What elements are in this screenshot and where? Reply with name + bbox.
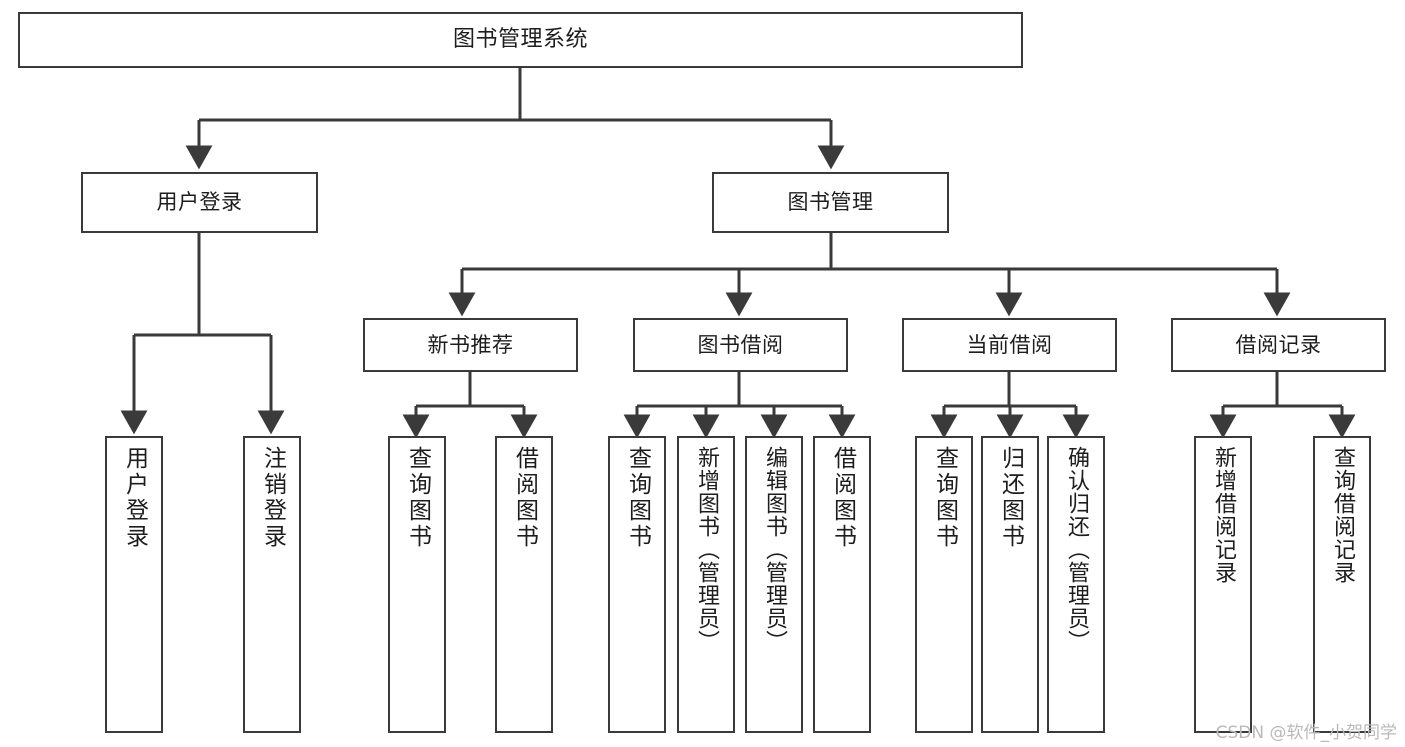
node-current-borrow[interactable]: 当前借阅 bbox=[902, 318, 1117, 372]
node-label: 借阅记录 bbox=[1235, 332, 1322, 357]
leaf-bookborrow-edit-book-admin[interactable]: 编辑图书（管理员） bbox=[745, 436, 803, 733]
leaf-bookborrow-query-book[interactable]: 查询图书 bbox=[608, 436, 666, 733]
node-label: 注销登录 bbox=[259, 446, 286, 550]
node-book-borrow[interactable]: 图书借阅 bbox=[633, 318, 848, 372]
leaf-user-login[interactable]: 用户登录 bbox=[105, 436, 163, 733]
watermark-text: CSDN @软件_小贺同学 bbox=[1215, 723, 1397, 743]
node-label: 用户登录 bbox=[121, 446, 148, 550]
node-label: 新增借阅记录 bbox=[1211, 446, 1236, 584]
node-book-manage[interactable]: 图书管理 bbox=[712, 172, 949, 233]
leaf-borrowrecord-query-record[interactable]: 查询借阅记录 bbox=[1313, 436, 1371, 733]
node-label: 确认归还（管理员） bbox=[1064, 446, 1089, 653]
node-label: 当前借阅 bbox=[966, 332, 1053, 357]
node-root-system[interactable]: 图书管理系统 bbox=[18, 12, 1023, 68]
node-label: 查询图书 bbox=[624, 446, 651, 550]
node-label: 用户登录 bbox=[156, 190, 243, 215]
node-label: 图书管理 bbox=[787, 190, 874, 215]
node-label: 借阅图书 bbox=[829, 446, 856, 550]
leaf-borrowrecord-add-record[interactable]: 新增借阅记录 bbox=[1194, 436, 1252, 733]
node-user-login[interactable]: 用户登录 bbox=[81, 172, 318, 233]
leaf-logout[interactable]: 注销登录 bbox=[243, 436, 301, 733]
node-label: 借阅图书 bbox=[511, 446, 538, 550]
node-label: 查询借阅记录 bbox=[1330, 446, 1355, 584]
node-label: 图书管理系统 bbox=[452, 27, 588, 53]
leaf-currentborrow-return-book[interactable]: 归还图书 bbox=[981, 436, 1039, 733]
leaf-bookborrow-add-book-admin[interactable]: 新增图书（管理员） bbox=[677, 436, 735, 733]
node-label: 新书推荐 bbox=[427, 332, 514, 357]
node-label: 编辑图书（管理员） bbox=[762, 446, 787, 653]
node-borrow-record[interactable]: 借阅记录 bbox=[1171, 318, 1386, 372]
leaf-bookborrow-borrow-book[interactable]: 借阅图书 bbox=[813, 436, 871, 733]
node-label: 查询图书 bbox=[404, 446, 431, 550]
leaf-newbook-query-book[interactable]: 查询图书 bbox=[388, 436, 446, 733]
leaf-currentborrow-confirm-return-admin[interactable]: 确认归还（管理员） bbox=[1047, 436, 1105, 733]
node-label: 新增图书（管理员） bbox=[694, 446, 719, 653]
node-label: 归还图书 bbox=[997, 446, 1024, 550]
leaf-currentborrow-query-book[interactable]: 查询图书 bbox=[915, 436, 973, 733]
node-label: 图书借阅 bbox=[697, 332, 784, 357]
node-new-book-recommend[interactable]: 新书推荐 bbox=[363, 318, 578, 372]
leaf-newbook-borrow-book[interactable]: 借阅图书 bbox=[495, 436, 553, 733]
node-label: 查询图书 bbox=[931, 446, 958, 550]
